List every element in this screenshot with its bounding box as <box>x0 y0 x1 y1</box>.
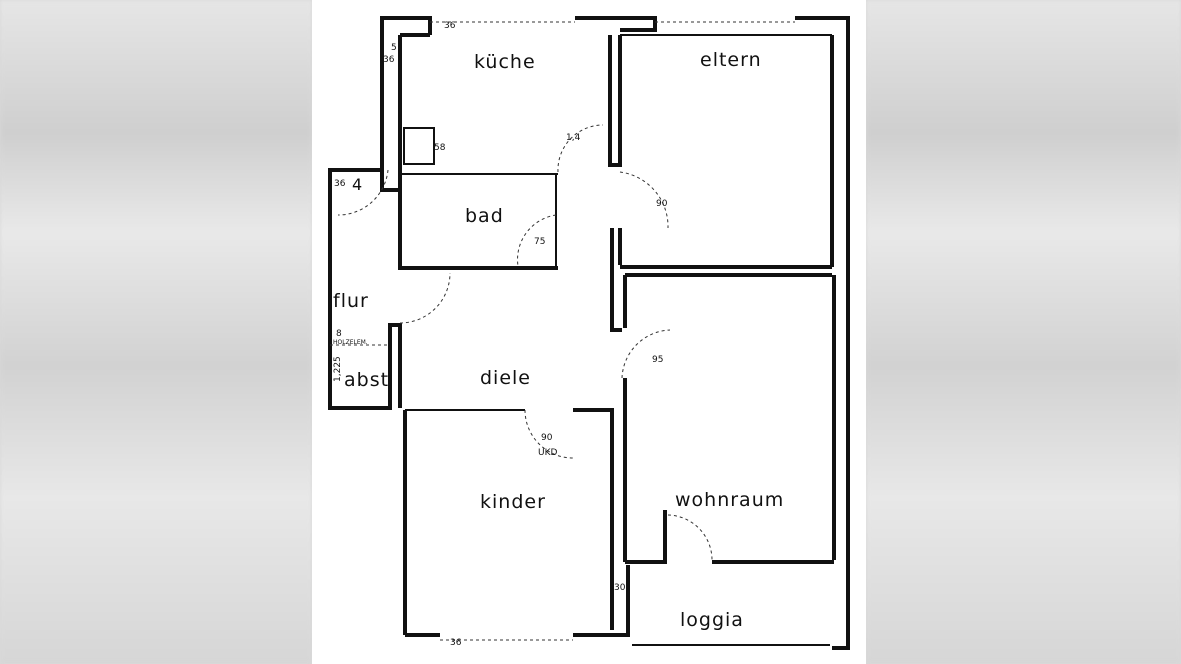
dim-top-window: 36 <box>444 21 456 31</box>
dim-bad-door: 75 <box>534 237 545 247</box>
dim-loggia-wall: 30 <box>614 583 626 593</box>
dim-flur-door: 4 <box>352 175 362 194</box>
dim-flur-mark: 8 <box>336 329 342 339</box>
room-label-flur: flur <box>333 290 369 312</box>
dim-holzelem: HOLZELEM. <box>333 339 368 346</box>
blurred-background-right <box>866 0 1181 664</box>
dim-kitchen-left-a: 5 <box>391 43 397 53</box>
dim-flur-top: 36 <box>334 179 346 189</box>
room-label-eltern: eltern <box>700 49 762 71</box>
room-label-abst: abst <box>344 369 389 391</box>
wall-kitchen-eltern <box>608 35 622 167</box>
door-loggia <box>667 514 713 561</box>
dim-kinder-door-note: UKD <box>538 448 557 458</box>
dim-kinder-door: 90 <box>541 433 553 443</box>
room-label-bad: bad <box>465 205 504 227</box>
wall-wohn-left <box>610 228 622 332</box>
room-label-kueche: küche <box>474 51 536 73</box>
wall-outer-top-left <box>380 16 432 170</box>
wall-flur <box>328 168 402 410</box>
room-label-loggia: loggia <box>680 609 744 631</box>
door-kitchen <box>557 124 604 173</box>
wall-kinder-right <box>573 408 614 630</box>
dim-abst-height: 1,225 <box>333 356 343 382</box>
stove-icon <box>403 127 435 165</box>
wall-flur-upper <box>380 170 400 192</box>
dim-kitchen-left-b: 36 <box>383 55 395 65</box>
wall-wohn-bottom <box>625 510 667 564</box>
floor-plan: küche eltern bad flur abst diele kinder … <box>312 0 866 664</box>
floor-plan-drawing: küche eltern bad flur abst diele kinder … <box>328 16 850 650</box>
dim-stove: 58 <box>434 143 446 153</box>
dim-eltern-door: 90 <box>656 199 668 209</box>
dim-bottom-window: 36 <box>450 638 462 648</box>
room-label-wohnraum: wohnraum <box>675 489 784 511</box>
wall-outer-top-right <box>795 16 850 650</box>
dim-kitchen-door: 1,4 <box>566 133 581 143</box>
room-label-diele: diele <box>480 367 531 389</box>
wall-outer-top-mid <box>575 16 657 32</box>
door-wohn <box>621 329 671 379</box>
door-kinder <box>524 409 574 459</box>
door-flur <box>399 272 451 324</box>
room-label-kinder: kinder <box>480 491 546 513</box>
blurred-background-left <box>0 0 312 664</box>
wall-kinder-bottom-right <box>573 565 630 637</box>
dim-wohn-door: 95 <box>652 355 663 365</box>
door-bad <box>517 214 557 267</box>
door-flur-entry <box>337 169 389 216</box>
